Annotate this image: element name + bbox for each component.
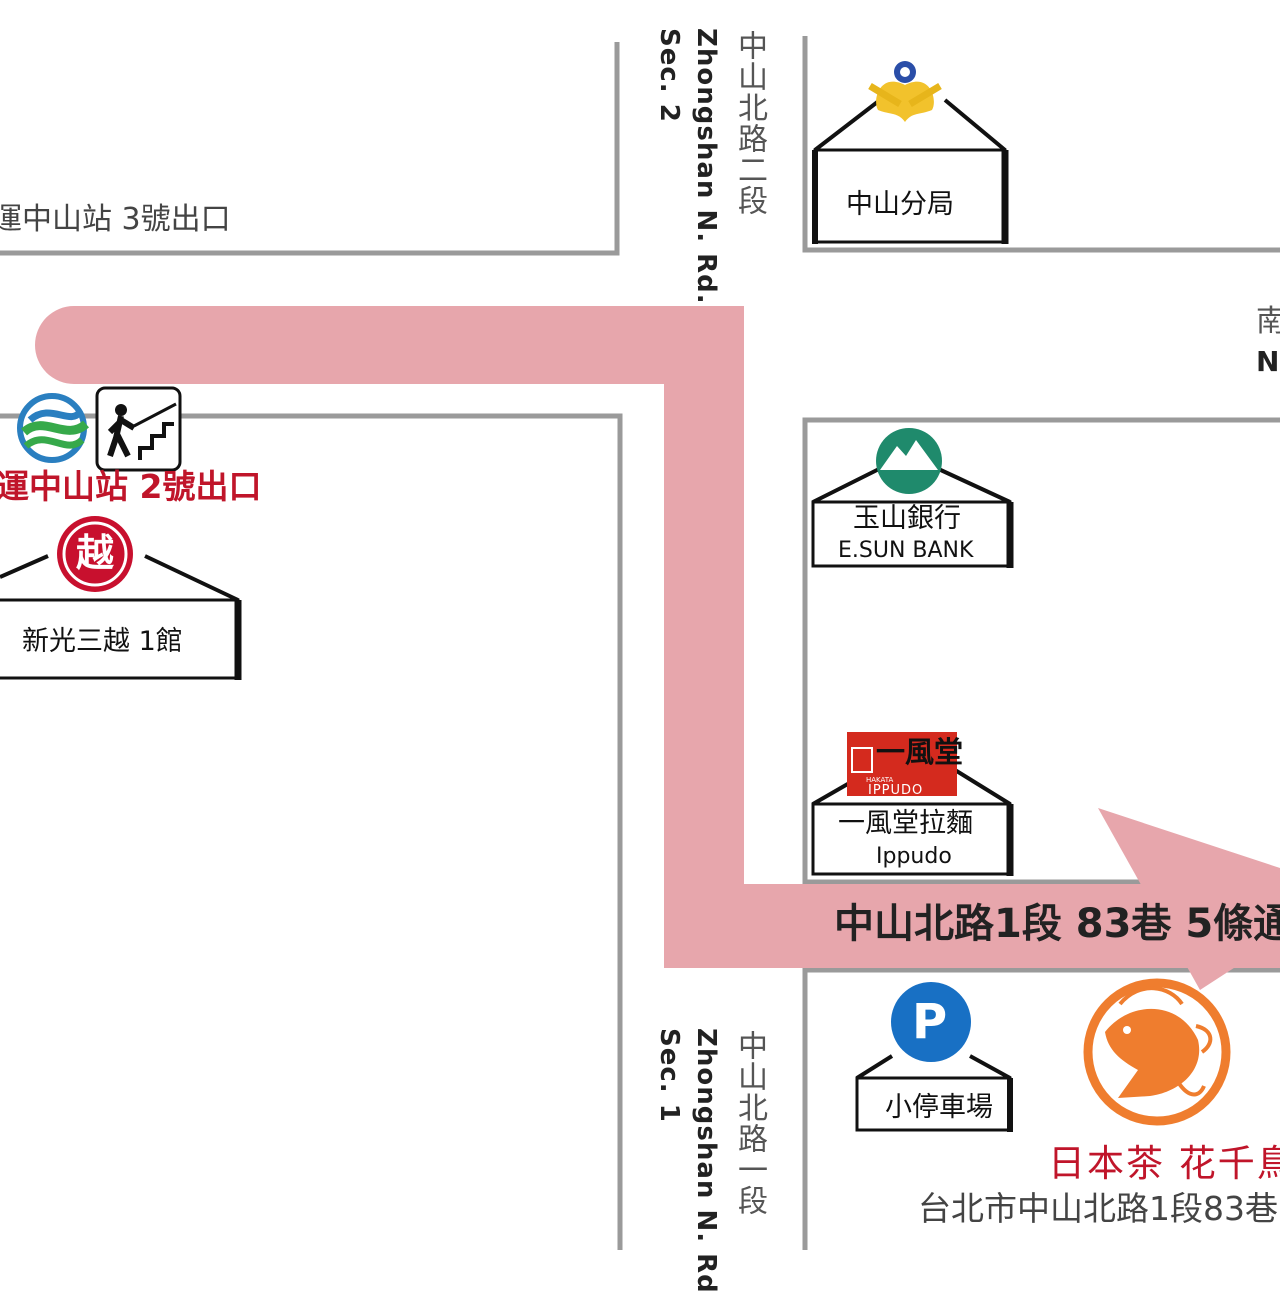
road-label-sec2-zh: 中山北路二段 — [732, 30, 767, 216]
parking-icon — [891, 982, 971, 1062]
parking-letter: P — [912, 994, 948, 1050]
building-esun — [811, 464, 1014, 568]
ippudo-sign-sub: IPPUDO — [868, 783, 924, 798]
ippudo-sign-small: HAKATA — [866, 776, 894, 784]
ippudo-label-en: Ippudo — [876, 844, 952, 869]
mitsukoshi-logo-icon — [57, 516, 133, 592]
parking-label: 小停車場 — [885, 1092, 993, 1123]
destination-name: 日本茶 花千鳥 — [1048, 1142, 1280, 1185]
mrt-exit2-label: 運中山站 2號出口 — [0, 467, 262, 506]
police-label: 中山分局 — [846, 189, 954, 220]
building-ippudo — [811, 768, 1014, 876]
esun-label: 玉山銀行 — [853, 503, 961, 534]
building-parking — [855, 1054, 1013, 1132]
building-mitsukoshi — [0, 554, 242, 680]
stairs-walking-icon — [95, 386, 182, 472]
ippudo-sign-icon — [847, 732, 957, 796]
esun-label-en: E.SUN BANK — [838, 538, 974, 563]
road-label-sec1-sec: Sec. 1 — [654, 1028, 684, 1123]
road-label-sec1-en: Zhongshan N. Rd — [691, 1028, 721, 1294]
road-label-sec2-sec: Sec. 2 — [654, 28, 684, 123]
ippudo-sign-text: 一風堂 — [876, 735, 964, 769]
police-emblem-icon — [868, 61, 942, 122]
ippudo-label: 一風堂拉麵 — [838, 808, 973, 839]
mitsukoshi-label: 新光三越 1館 — [22, 626, 183, 657]
mitsukoshi-logo-text: 越 — [76, 531, 115, 575]
road-lines — [0, 36, 1280, 1250]
road-label-east-zh: 南 — [1256, 304, 1280, 339]
mountain-logo-icon — [876, 428, 942, 494]
destination-address: 台北市中山北路1段83巷 — [918, 1189, 1278, 1228]
route-arrow-head — [1098, 808, 1280, 990]
building-police — [812, 98, 1009, 244]
metro-logo-icon — [17, 393, 90, 463]
lane-label: 中山北路1段 83巷 5條通 — [834, 901, 1280, 947]
road-label-east-en: Na — [1256, 345, 1280, 378]
road-label-sec1-zh: 中山北路一段 — [732, 1030, 767, 1216]
road-label-sec2-en: Zhongshan N. Rd. — [691, 28, 721, 305]
mrt-exit3-label: 運中山站 3號出口 — [0, 202, 231, 237]
walking-route — [35, 306, 1280, 990]
bird-logo-icon — [1083, 978, 1231, 1126]
